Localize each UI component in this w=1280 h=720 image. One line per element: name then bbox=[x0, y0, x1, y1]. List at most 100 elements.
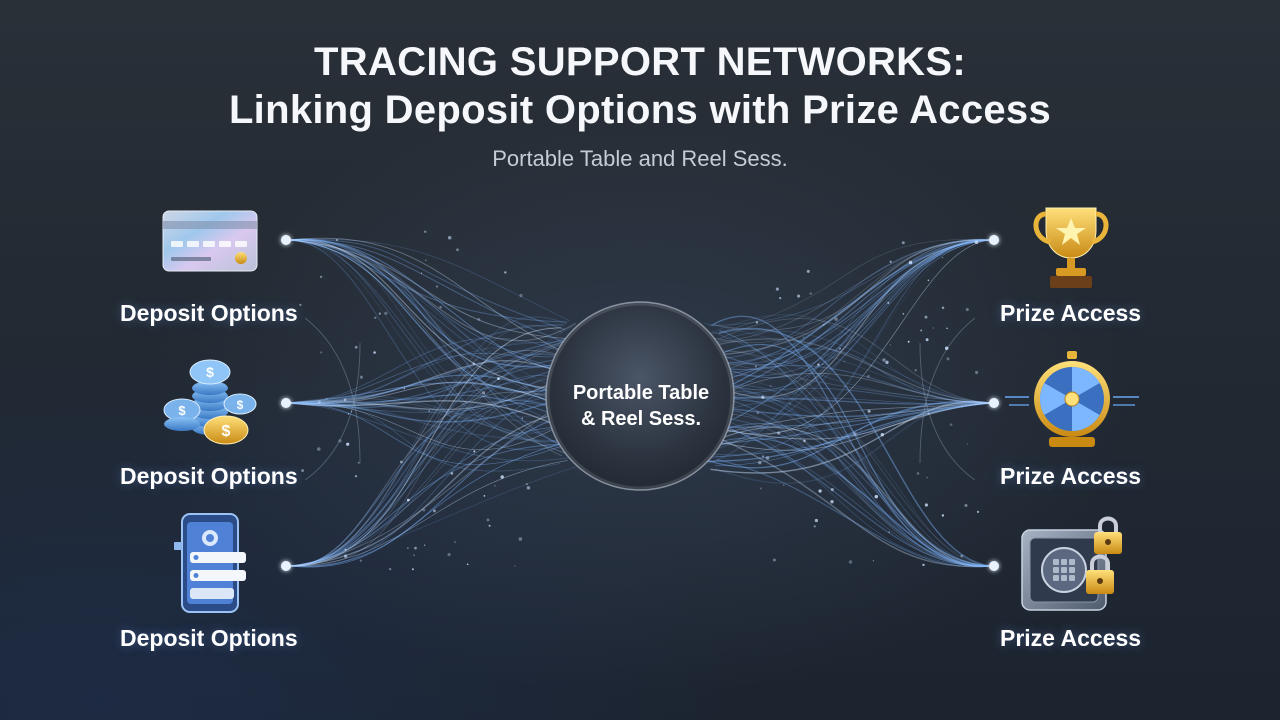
connection-strand bbox=[712, 402, 991, 446]
connection-strand bbox=[289, 426, 569, 567]
connection-strand bbox=[289, 239, 570, 406]
particle-dot bbox=[758, 460, 762, 465]
particle-dot bbox=[817, 363, 820, 366]
particle-dot bbox=[960, 554, 964, 558]
connection-strand bbox=[709, 402, 991, 458]
connection-strand bbox=[289, 402, 572, 465]
particle-dot bbox=[338, 439, 342, 443]
particle-dot bbox=[885, 360, 889, 364]
left-node-label-2: Deposit Options bbox=[120, 463, 298, 489]
particle-dot bbox=[779, 297, 782, 300]
particle-dot bbox=[944, 346, 949, 350]
particle-dot bbox=[472, 362, 475, 365]
particle-dot bbox=[373, 351, 376, 354]
connection-strand bbox=[711, 315, 991, 567]
particle-dot bbox=[946, 357, 950, 361]
particle-dot bbox=[926, 476, 928, 479]
connection-strand bbox=[702, 412, 991, 567]
connection-strand bbox=[289, 389, 579, 413]
connection-strand bbox=[702, 372, 991, 404]
connection-strand bbox=[712, 426, 991, 567]
particle-dot bbox=[357, 461, 360, 464]
particle-dot bbox=[414, 546, 417, 550]
particle-dot bbox=[378, 312, 381, 315]
connection-strands bbox=[289, 237, 991, 568]
connection-strand bbox=[701, 402, 991, 450]
central-hub bbox=[545, 301, 735, 491]
particle-dot bbox=[922, 563, 925, 567]
connection-strand bbox=[289, 374, 569, 405]
connection-strand bbox=[289, 238, 566, 358]
connection-strand bbox=[289, 391, 566, 567]
particle-dot bbox=[525, 482, 528, 486]
particle-dot bbox=[428, 410, 431, 412]
connection-strand bbox=[719, 239, 991, 365]
connection-strand bbox=[709, 239, 991, 335]
connection-strand bbox=[714, 239, 991, 384]
connection-strand bbox=[289, 360, 578, 404]
connection-strand bbox=[717, 397, 991, 567]
connection-strand bbox=[289, 393, 577, 567]
connection-strand bbox=[289, 353, 563, 404]
connection-strand bbox=[710, 238, 991, 452]
connection-strand bbox=[289, 460, 568, 567]
left-anchor-1 bbox=[281, 235, 291, 245]
connection-strand bbox=[700, 239, 991, 435]
particle-dot bbox=[423, 544, 426, 546]
particle-dot bbox=[830, 500, 834, 504]
connection-strand bbox=[289, 402, 561, 450]
connection-strand bbox=[289, 239, 577, 348]
particle-dot bbox=[880, 433, 884, 437]
particle-dot bbox=[888, 531, 891, 534]
connection-strand bbox=[718, 363, 991, 567]
connection-strand bbox=[709, 420, 991, 567]
particle-dot bbox=[494, 485, 496, 487]
particle-dot bbox=[762, 455, 764, 458]
connection-strand bbox=[707, 401, 991, 469]
connection-strand bbox=[289, 402, 572, 425]
right-anchor-2 bbox=[989, 398, 999, 408]
particle-dot bbox=[964, 503, 968, 508]
particle-dot bbox=[420, 272, 423, 274]
guide-arc bbox=[304, 317, 361, 464]
connection-strand bbox=[703, 377, 991, 567]
connection-strand bbox=[289, 341, 576, 405]
connection-strand bbox=[289, 443, 580, 567]
particle-dot bbox=[439, 305, 442, 309]
connection-strand bbox=[289, 324, 565, 405]
connection-strand bbox=[289, 239, 562, 393]
particle-dot bbox=[514, 565, 516, 567]
particle-dot bbox=[454, 541, 456, 543]
particle-dot bbox=[843, 360, 846, 363]
connection-strand bbox=[289, 238, 573, 429]
particle-dot bbox=[924, 503, 928, 507]
right-anchor-1 bbox=[989, 235, 999, 245]
particle-dot bbox=[889, 344, 892, 346]
connection-strand bbox=[706, 338, 991, 404]
particle-dot bbox=[411, 568, 414, 571]
particle-dot bbox=[477, 317, 481, 321]
particle-dot bbox=[806, 269, 810, 273]
connection-strand bbox=[289, 414, 565, 567]
guide-arc bbox=[919, 342, 976, 481]
particle-dot bbox=[326, 398, 328, 400]
particle-dot bbox=[867, 409, 871, 413]
connection-strand bbox=[289, 402, 571, 462]
particle-dot bbox=[853, 432, 857, 436]
connection-strand bbox=[706, 387, 991, 404]
connection-strand bbox=[289, 338, 567, 404]
connection-strand bbox=[715, 348, 991, 404]
connection-strand bbox=[705, 314, 991, 404]
connection-strand bbox=[289, 239, 568, 418]
particle-dot bbox=[483, 495, 486, 497]
left-anchor-3 bbox=[281, 561, 291, 571]
particle-dot bbox=[809, 292, 813, 295]
connection-strand bbox=[289, 408, 576, 567]
particle-dot bbox=[775, 287, 779, 291]
connection-strand bbox=[289, 239, 570, 322]
connection-strand bbox=[705, 402, 991, 418]
particle-dot bbox=[504, 271, 507, 274]
particle-dot bbox=[433, 509, 436, 513]
